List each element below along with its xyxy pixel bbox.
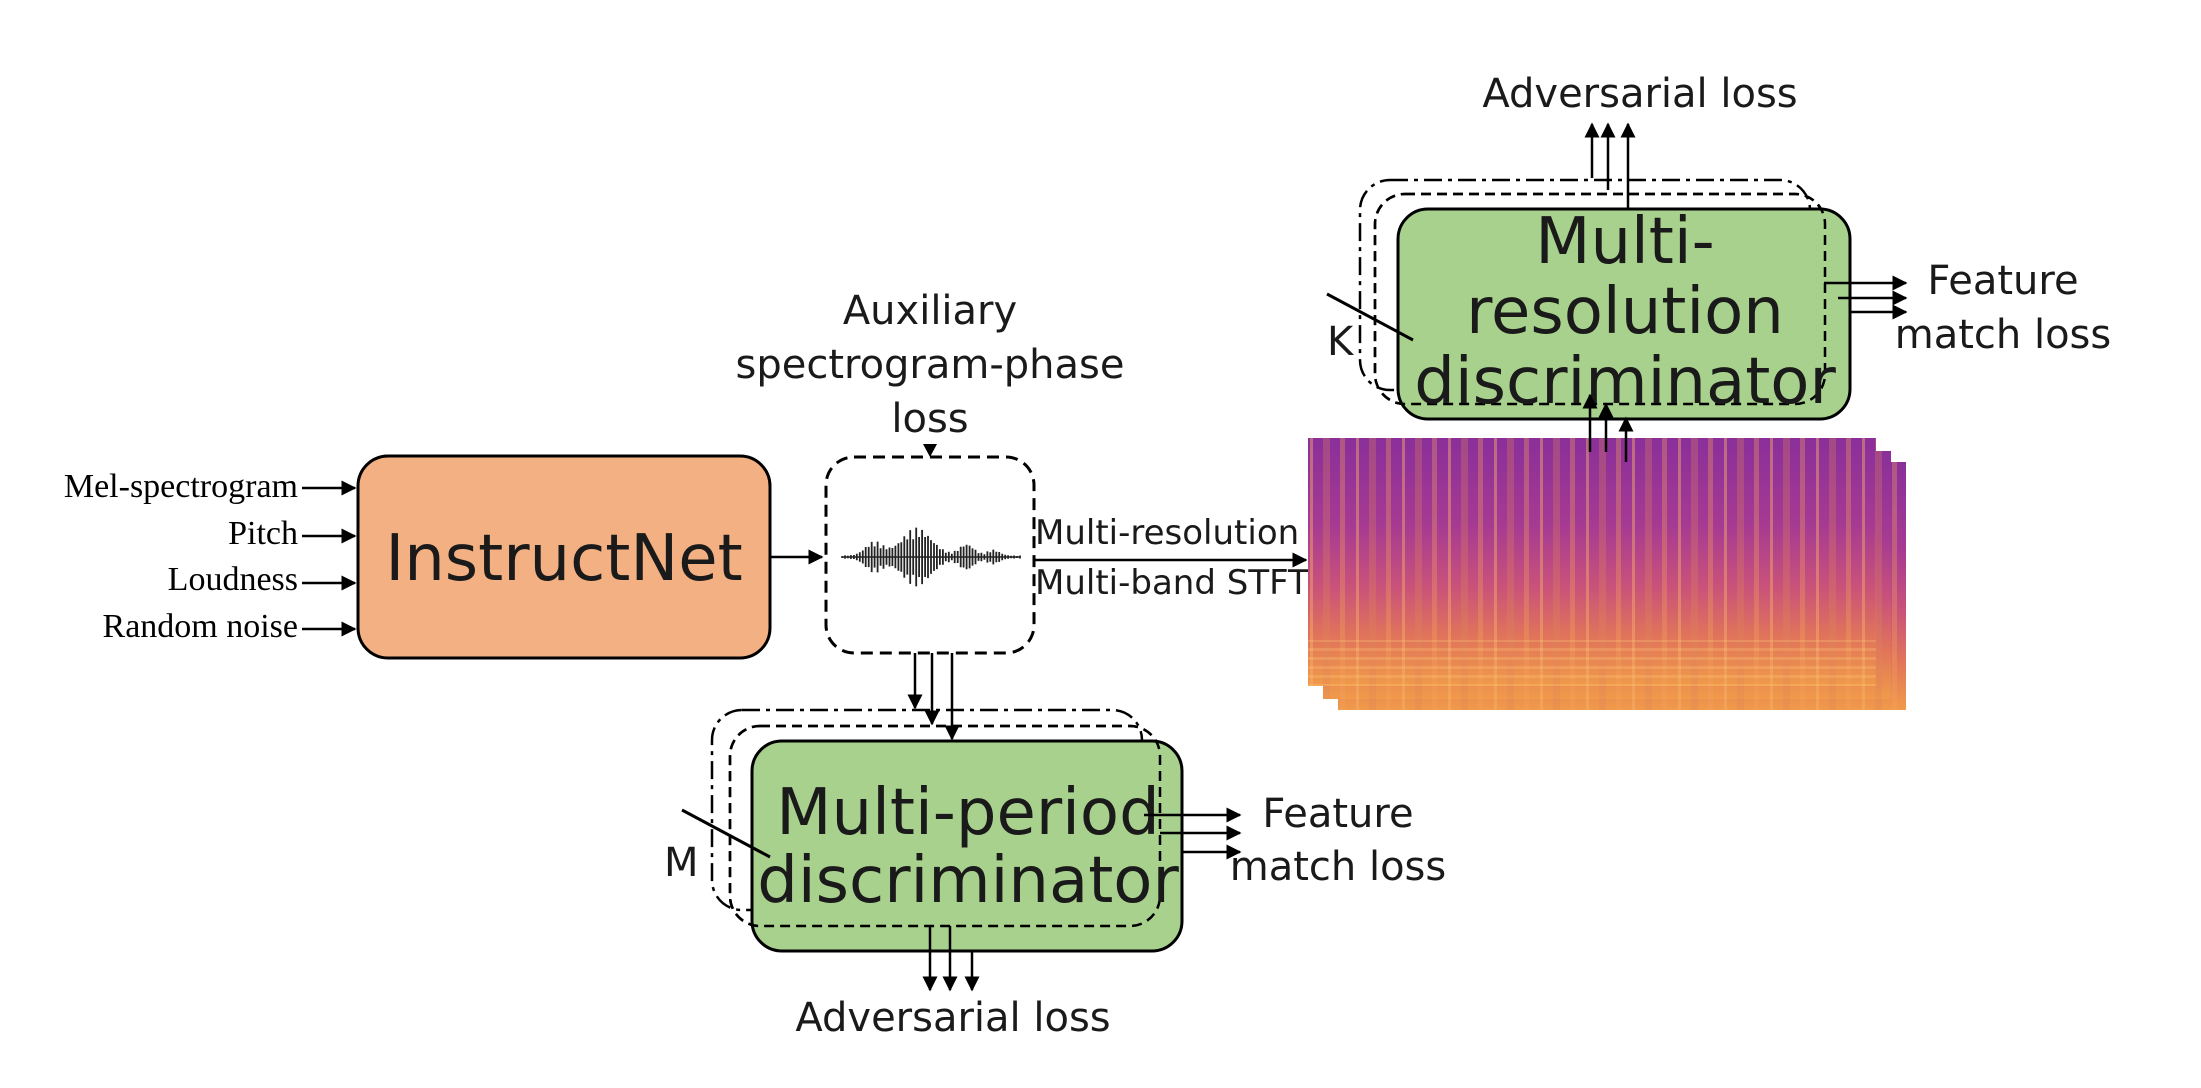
mpd-feature-loss-line2: match loss	[1230, 844, 1446, 890]
aux-loss-line3: loss	[891, 396, 968, 442]
mrd-feature-match-arrows	[1824, 275, 1908, 320]
input-list: Mel-spectrogram Pitch Loudness Random no…	[64, 468, 357, 645]
mrd-input-arrows	[1582, 393, 1634, 462]
mrd-label-line2: resolution	[1466, 275, 1784, 349]
mpd-feature-match-arrows	[1144, 807, 1242, 860]
mrd-label-line3: discriminator	[1414, 345, 1836, 419]
stft-transform: Multi-resolution Multi-band STFT	[1034, 513, 1309, 603]
mrd-feature-loss-line1: Feature	[1927, 258, 2078, 304]
instructnet-label: InstructNet	[385, 522, 742, 596]
mpd-count-slash	[681, 808, 771, 859]
stft-line1: Multi-resolution	[1035, 513, 1299, 553]
mrd-block: Multi- resolution discriminator K	[1326, 178, 1852, 421]
input-loudness: Loudness	[168, 561, 298, 598]
aux-loss-line1: Auxiliary	[843, 288, 1017, 334]
auxiliary-loss-label: Auxiliary spectrogram-phase loss	[735, 288, 1125, 457]
mpd-feature-loss-line1: Feature	[1262, 791, 1413, 837]
input-pitch: Pitch	[228, 515, 298, 552]
mpd-adversarial-arrows	[922, 926, 980, 992]
mrd-count-label: K	[1327, 319, 1355, 365]
mrd-feature-loss-line2: match loss	[1895, 312, 2111, 358]
spectrogram-stack	[1308, 438, 1906, 710]
mrd-count-slash	[1326, 292, 1414, 342]
mpd-adversarial-loss-label: Adversarial loss	[795, 995, 1110, 1041]
stft-line2: Multi-band STFT	[1035, 563, 1309, 603]
mpd-input-arrows	[907, 653, 960, 741]
mrd-adversarial-arrows	[1584, 122, 1636, 208]
instructnet-block: InstructNet	[356, 454, 772, 660]
mpd-label-line1: Multi-period	[776, 776, 1159, 850]
aux-loss-arrowhead	[923, 444, 937, 457]
mpd-count-label: M	[664, 840, 699, 886]
input-mel-spectrogram: Mel-spectrogram	[64, 468, 298, 505]
mrd-label-line1: Multi-	[1535, 205, 1715, 279]
mpd-block: Multi-period discriminator M	[664, 708, 1184, 953]
aux-loss-line2: spectrogram-phase	[735, 342, 1124, 388]
mrd-adversarial-loss-label: Adversarial loss	[1482, 71, 1797, 117]
spectrogram-image	[1308, 438, 1876, 686]
waveform-block	[824, 455, 1036, 655]
waveform-icon	[841, 527, 1021, 587]
mpd-label-line2: discriminator	[757, 844, 1179, 918]
input-random-noise: Random noise	[103, 608, 298, 645]
